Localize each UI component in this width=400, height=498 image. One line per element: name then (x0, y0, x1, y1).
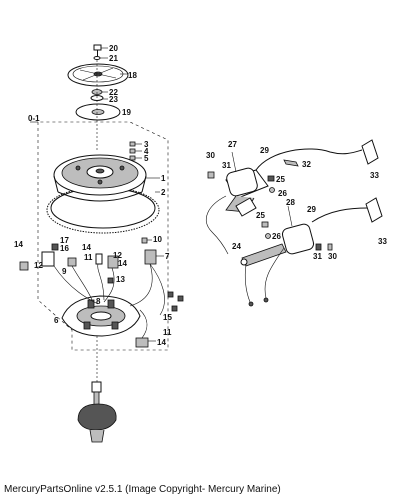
label-26-b: 26 (272, 232, 281, 241)
label-25-a: 25 (276, 175, 285, 184)
label-11-a: 11 (84, 253, 93, 262)
label-14-a: 14 (14, 240, 23, 249)
label-28: 28 (286, 198, 295, 207)
label-32: 32 (302, 160, 311, 169)
label-7: 7 (165, 252, 170, 261)
label-33-b: 33 (378, 237, 387, 246)
label-12-b: 12 (113, 251, 122, 260)
label-13: 13 (116, 275, 125, 284)
starter-drive-part (77, 336, 117, 443)
label-29-b: 29 (307, 205, 316, 214)
label-9: 9 (62, 267, 67, 276)
label-8: 8 (96, 297, 101, 306)
label-14-d: 14 (157, 338, 166, 347)
label-14-b: 14 (82, 243, 91, 252)
label-5: 5 (144, 154, 149, 163)
stator-plate (61, 295, 141, 337)
label-24: 24 (232, 242, 241, 251)
label-3: 3 (144, 140, 149, 149)
label-30-b: 30 (328, 252, 337, 261)
label-1: 1 (161, 174, 166, 183)
label-2: 2 (161, 188, 166, 197)
label-17: 17 (60, 236, 69, 245)
label-26-a: 26 (278, 189, 287, 198)
label-31-b: 31 (313, 252, 322, 261)
flywheel (46, 154, 160, 234)
ignition-coil-lower (240, 197, 383, 307)
label-31-a: 31 (222, 161, 231, 170)
label-19: 19 (122, 108, 131, 117)
label-18: 18 (128, 71, 137, 80)
label-23: 23 (109, 95, 118, 104)
label-20: 20 (109, 44, 118, 53)
label-10: 10 (153, 235, 162, 244)
label-21: 21 (109, 54, 118, 63)
leader-lines (100, 47, 293, 342)
label-29-a: 29 (260, 146, 269, 155)
label-14-c: 14 (118, 259, 127, 268)
flywheel-screws (129, 141, 136, 161)
label-11-b: 11 (163, 328, 172, 337)
top-part-stack (67, 44, 129, 150)
label-4: 4 (144, 147, 149, 156)
label-12-a: 12 (34, 261, 43, 270)
label-22: 22 (109, 88, 118, 97)
label-33-a: 33 (370, 171, 379, 180)
ignition-coil-upper (206, 139, 379, 255)
label-15: 15 (163, 313, 172, 322)
part-number-labels: 20 21 18 22 23 19 0-1 3 4 5 1 2 14 17 16… (14, 44, 387, 347)
label-0-1: 0-1 (28, 114, 40, 123)
label-25-b: 25 (256, 211, 265, 220)
label-16: 16 (60, 244, 69, 253)
label-6: 6 (54, 316, 59, 325)
label-30-a: 30 (206, 151, 215, 160)
label-27: 27 (228, 140, 237, 149)
box-components (19, 237, 184, 348)
assembly-box-outline (37, 121, 169, 351)
copyright-footer: MercuryPartsOnline v2.5.1 (Image Copyrig… (4, 484, 281, 495)
